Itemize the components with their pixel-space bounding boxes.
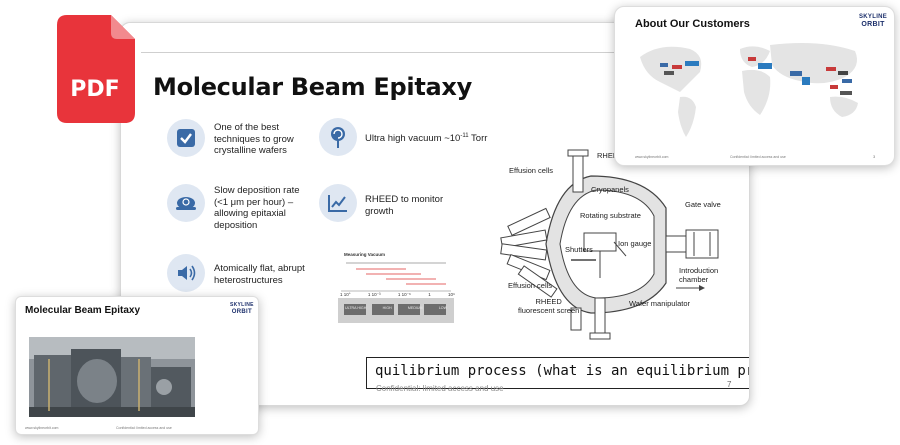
vacuum-exponent: -11 <box>460 133 469 139</box>
speaker-icon <box>167 254 205 292</box>
label-rheed: RHEED <box>597 151 624 160</box>
label-introduction-chamber: Introduction chamber <box>679 266 719 284</box>
slide-top-divider <box>141 52 749 53</box>
vacuum-chart-title: Measuring Vacuum <box>344 252 386 257</box>
lollipop-icon <box>319 118 357 156</box>
label-effusion-cells-top: Effusion cells <box>509 166 554 175</box>
feature-text-5: Atomically flat, abrupt heterostructures <box>214 263 305 286</box>
vacuum-tick: 1 10⁻⁶ <box>397 292 411 297</box>
mbe-equipment-photo <box>29 337 195 417</box>
gauge-label: HIGH <box>382 306 392 310</box>
label-shutters: Shutters <box>565 245 593 254</box>
customers-footer-left: www.skylineorbit.com <box>635 155 669 159</box>
vacuum-gauge-row: ULTRA HIGH HIGH MEDIUM LOW <box>345 306 447 310</box>
skyline-orbit-logo: SKYLINE ORBIT <box>230 302 254 316</box>
vacuum-text: Ultra high vacuum ~10 <box>365 133 461 145</box>
handwritten-annotation: quilibrium process (what is an equilibri… <box>366 357 749 389</box>
snail-icon <box>167 184 205 222</box>
mbe-photo-slide-card[interactable]: Molecular Beam Epitaxy SKYLINE ORBIT www… <box>15 296 259 435</box>
gauge-label: LOW <box>438 306 447 310</box>
world-map <box>640 43 858 137</box>
logo-line-1: SKYLINE <box>859 14 888 20</box>
handwritten-annotation-text: quilibrium process (what is an equilibri… <box>375 363 749 379</box>
gauge-label: ULTRA HIGH <box>345 306 367 310</box>
slide-footer: Confidential: limited access and use <box>376 384 504 393</box>
customers-page-number: 3 <box>873 154 876 159</box>
slide-title: Molecular Beam Epitaxy <box>153 73 472 101</box>
vacuum-tick: 1 <box>428 292 431 297</box>
customers-footer-mid: Confidential: limited access and use <box>730 155 786 159</box>
label-ion-gauge: Ion gauge <box>618 239 652 248</box>
mbe-card-title: Molecular Beam Epitaxy <box>25 305 141 316</box>
vacuum-tick: 1 10⁻³ <box>367 292 381 297</box>
checkmark-icon <box>167 119 205 157</box>
vacuum-chart: Measuring Vacuum 1 10° 1 10⁻³ 1 10⁻⁶ 1 1… <box>336 252 456 325</box>
logo-line-1: SKYLINE <box>230 302 254 308</box>
mbe-card-footer-left: www.skylineorbit.com <box>25 426 59 430</box>
feature-text-1: One of the best techniques to grow cryst… <box>214 122 294 156</box>
feature-text-4: RHEED to monitor growth <box>365 194 444 217</box>
feature-text-2: Ultra high vacuum ~10-11 Torr <box>365 131 487 145</box>
gauge-label: MEDIUM <box>407 306 423 310</box>
vacuum-tick-row: 1 10° 1 10⁻³ 1 10⁻⁶ 1 10⁹ <box>340 292 455 298</box>
vacuum-unit: Torr <box>468 133 488 145</box>
logo-line-2: ORBIT <box>231 309 252 315</box>
line-chart-icon <box>319 184 357 222</box>
pdf-file-shape <box>57 15 135 123</box>
label-wafer-manipulator: Wafer manipulator <box>629 299 690 308</box>
logo-line-2: ORBIT <box>861 21 885 28</box>
skyline-orbit-logo: SKYLINE ORBIT <box>859 14 888 28</box>
vacuum-tick: 10⁹ <box>448 292 455 297</box>
feature-text-3: Slow deposition rate (<1 μm per hour) – … <box>214 185 300 231</box>
customers-title: About Our Customers <box>635 18 750 30</box>
label-effusion-cells-bottom: Effusion cells <box>508 281 553 290</box>
vacuum-tick: 1 10° <box>340 292 351 297</box>
vacuum-chart-graphic <box>338 262 454 323</box>
label-cryopanels: Cryopanels <box>591 185 629 194</box>
pdf-label: PDF <box>70 77 120 102</box>
label-gate-valve: Gate valve <box>685 200 721 209</box>
pdf-file-icon[interactable]: PDF <box>55 15 139 125</box>
slide-page-number: 7 <box>727 380 732 389</box>
label-rotating-substrate: Rotating substrate <box>580 211 641 220</box>
label-rheed-screen: RHEED fluorescent screen <box>518 297 580 315</box>
customers-slide-card[interactable]: About Our Customers SKYLINE ORBIT <box>614 6 895 166</box>
mbe-card-footer-mid: Confidential: limited access and use <box>116 426 172 430</box>
mbe-chamber-diagram <box>500 149 719 340</box>
